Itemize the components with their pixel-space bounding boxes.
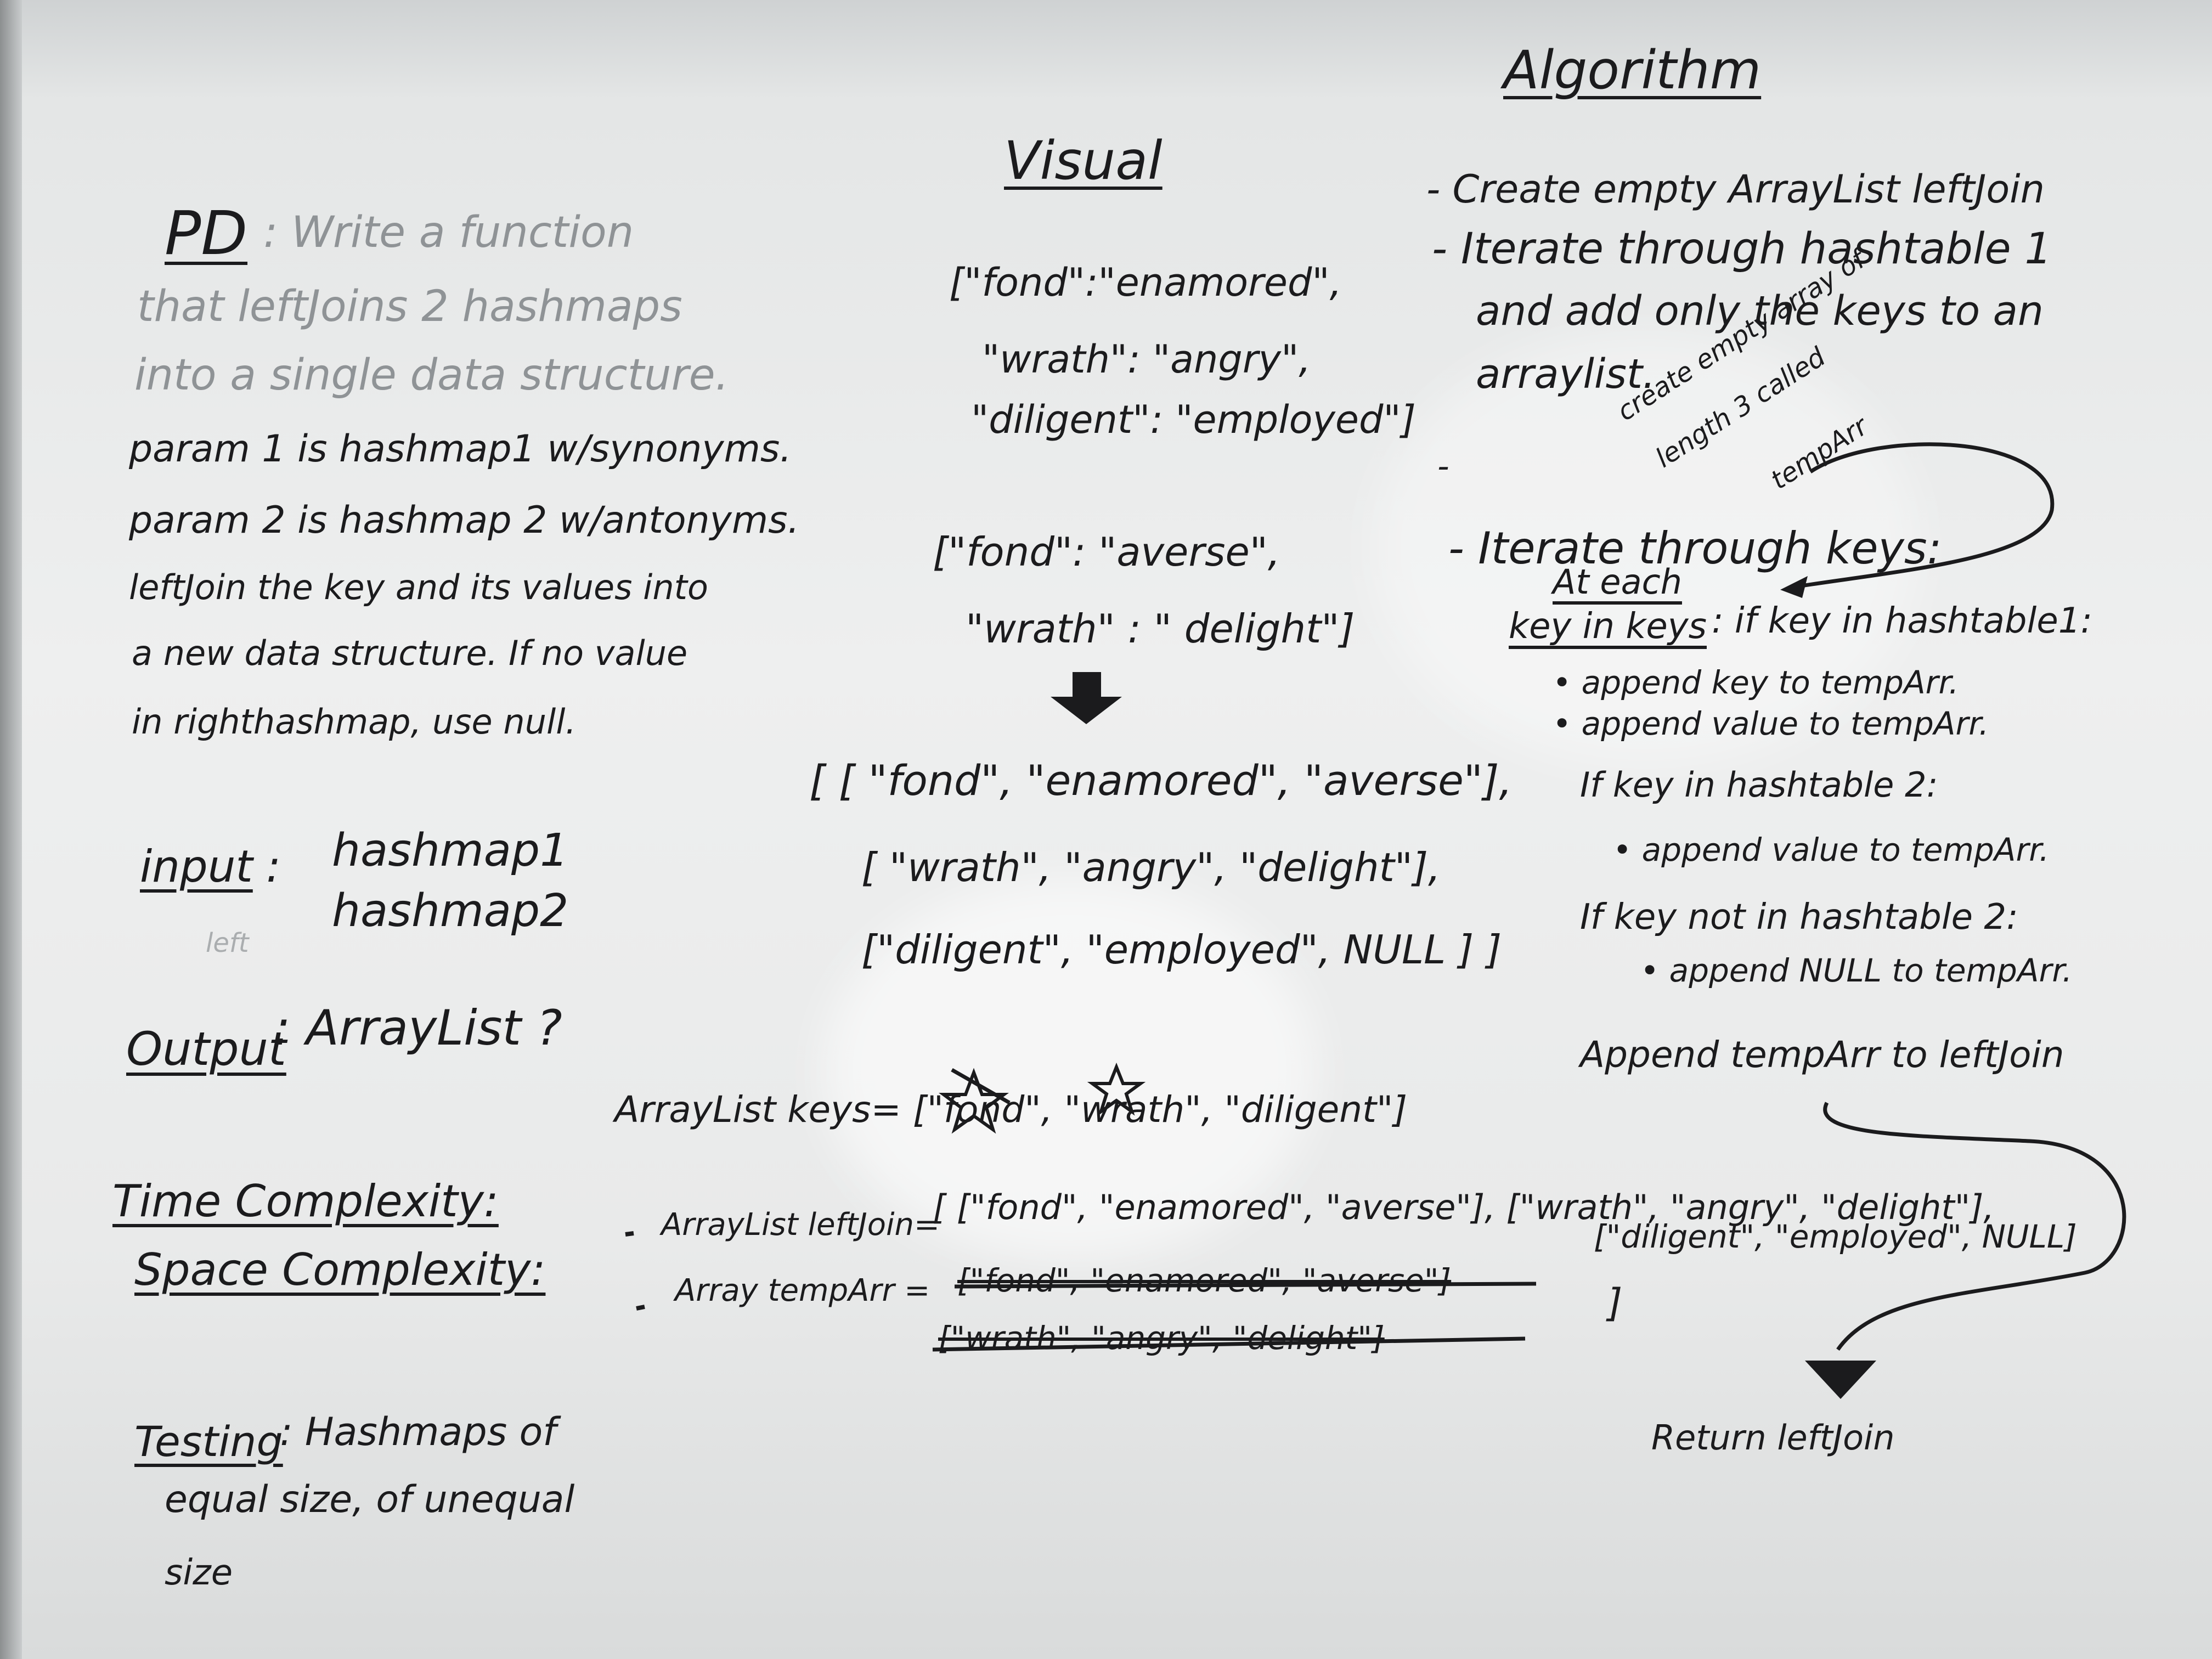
cross-out-mark bbox=[951, 1068, 1011, 1105]
board-frame-edge bbox=[0, 0, 22, 1659]
algo-step-2b: and add only the keys to an bbox=[1476, 287, 2044, 335]
visual-heading: Visual bbox=[1004, 130, 1163, 191]
testing-label: Testing bbox=[134, 1417, 283, 1466]
temparr-struck-1: ["fond", "enamored", "averse"] bbox=[957, 1262, 1452, 1299]
pd-line-1: : Write a function bbox=[263, 208, 634, 257]
leftjoin-close: ] bbox=[1607, 1280, 1623, 1325]
leftjoin-value-2: ["diligent", "employed", NULL] bbox=[1594, 1218, 2077, 1255]
algo-bullet-1: • append key to tempArr. bbox=[1553, 664, 1959, 701]
hashmap2-line-1: ["fond": "averse", bbox=[933, 529, 1280, 575]
return-arrow-icon bbox=[1823, 1102, 2126, 1351]
testing-line-3: size bbox=[165, 1553, 233, 1593]
input-hashmap1: hashmap1 bbox=[332, 825, 569, 877]
keys-arraylist: ArrayList keys= ["fond", "wrath", "dilig… bbox=[614, 1088, 1408, 1131]
light-glare bbox=[823, 878, 1317, 1262]
algo-step-2: - Iterate through hashtable 1 bbox=[1432, 224, 2052, 274]
leftjoin-label: ArrayList leftJoin= bbox=[661, 1207, 940, 1243]
algo-step-2c: arraylist. bbox=[1476, 351, 1656, 398]
dot-mark bbox=[636, 1305, 645, 1311]
desc-line-2: a new data structure. If no value bbox=[132, 633, 688, 673]
algo-bullet-2: • append value to tempArr. bbox=[1553, 705, 1989, 742]
algo-bullet-3: • append value to tempArr. bbox=[1613, 831, 2050, 868]
algo-if-1: : if key in hashtable1: bbox=[1712, 601, 2092, 641]
desc-line-1: leftJoin the key and its values into bbox=[129, 567, 708, 607]
hashmap1-line-2: "wrath": "angry", bbox=[982, 337, 1311, 382]
leftjoin-value: [ ["fond", "enamored", "averse"], ["wrat… bbox=[933, 1187, 1995, 1227]
desc-line-3: in righthashmap, use null. bbox=[132, 702, 577, 742]
curved-arrow-icon bbox=[1793, 442, 2055, 589]
pd-label: PD bbox=[165, 198, 248, 268]
output-value: : ArrayList ? bbox=[274, 1000, 562, 1056]
algo-step-3: - Iterate through keys: bbox=[1448, 523, 1942, 574]
hashmap2-line-2: "wrath" : " delight"] bbox=[966, 606, 1355, 652]
input-hashmap2: hashmap2 bbox=[332, 885, 569, 937]
space-complexity: Space Complexity: bbox=[134, 1244, 546, 1295]
result-line-3: ["diligent", "employed", NULL ] ] bbox=[861, 927, 1502, 973]
dot-mark bbox=[625, 1231, 634, 1237]
pd-line-3: into a single data structure. bbox=[134, 351, 729, 400]
algo-append: Append tempArr to leftJoin bbox=[1580, 1034, 2064, 1076]
param2-text: param 2 is hashmap 2 w/antonyms. bbox=[129, 499, 800, 542]
algo-step-1: - Create empty ArrayList leftJoin bbox=[1426, 167, 2045, 212]
algo-return: Return leftJoin bbox=[1651, 1418, 1895, 1458]
strike-line bbox=[954, 1282, 1537, 1289]
testing-line-1: : Hashmaps of bbox=[280, 1409, 556, 1454]
pd-line-2: that leftJoins 2 hashmaps bbox=[137, 282, 682, 331]
output-label: Output bbox=[126, 1022, 286, 1076]
input-label: input bbox=[140, 841, 253, 892]
light-glare bbox=[1372, 329, 1920, 768]
input-sep: : bbox=[266, 841, 281, 892]
arrowhead-icon bbox=[1805, 1361, 1876, 1399]
left-note: left bbox=[206, 928, 249, 958]
star-icon bbox=[1087, 1062, 1146, 1116]
algo-bullet-4: • append NULL to tempArr. bbox=[1640, 952, 2073, 989]
param1-text: param 1 is hashmap1 w/synonyms. bbox=[129, 427, 792, 471]
result-line-2: [ "wrath", "angry", "delight"], bbox=[861, 844, 1441, 890]
algo-if-2: If key in hashtable 2: bbox=[1580, 765, 1938, 805]
result-line-1: [ [ "fond", "enamored", "averse"], bbox=[809, 756, 1513, 805]
algo-dash: - bbox=[1437, 447, 1449, 486]
arrowhead-icon bbox=[1780, 576, 1808, 598]
temparr-label: Array tempArr = bbox=[675, 1273, 930, 1308]
algorithm-heading: Algorithm bbox=[1503, 40, 1762, 101]
algo-if-3: If key not in hashtable 2: bbox=[1580, 897, 2018, 938]
hashmap1-line-1: ["fond":"enamored", bbox=[949, 260, 1342, 305]
algo-at-each: At each bbox=[1553, 562, 1682, 602]
hashmap1-line-3: "diligent": "employed"] bbox=[971, 397, 1416, 442]
strike-line bbox=[932, 1336, 1526, 1352]
testing-line-2: equal size, of unequal bbox=[165, 1478, 575, 1521]
algo-key-in-keys: key in keys bbox=[1509, 606, 1707, 647]
time-complexity: Time Complexity: bbox=[112, 1176, 499, 1227]
down-arrow-icon bbox=[1051, 672, 1122, 724]
